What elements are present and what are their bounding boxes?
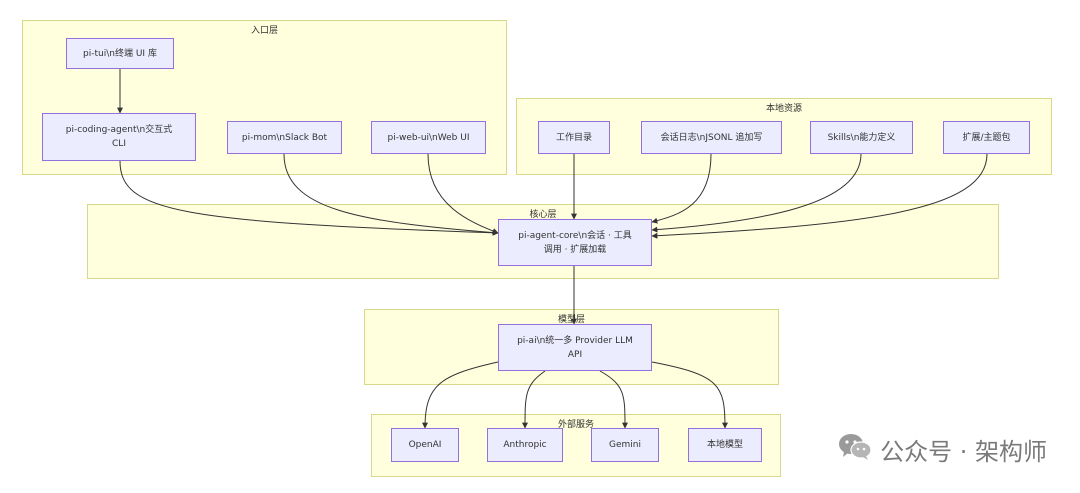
group-local-title: 本地资源 [765,104,802,114]
group-entry-title: 入口层 [250,26,278,36]
group-core-title: 核心层 [529,210,557,220]
node-pi-ai: pi-ai\n统一多 Provider LLM API [498,324,652,371]
node-local-model: 本地模型 [688,428,762,462]
watermark-text: 公众号 · 架构师 [880,438,1047,466]
node-extensions: 扩展/主题包 [943,121,1030,154]
node-skills: Skills\n能力定义 [810,121,913,154]
node-pi-agent-core: pi-agent-core\n会话 · 工具 调用 · 扩展加载 [498,219,652,266]
wechat-icon [838,433,872,467]
node-pi-mom: pi-mom\nSlack Bot [227,121,342,154]
watermark: 公众号 · 架构师 [838,432,1047,467]
group-external-title: 外部服务 [557,420,594,430]
node-pi-web-ui: pi-web-ui\nWeb UI [371,121,486,154]
node-anthropic: Anthropic [487,428,563,462]
node-pi-tui: pi-tui\n终端 UI 库 [66,38,174,69]
node-gemini: Gemini [591,428,659,462]
node-workdir: 工作目录 [538,121,610,154]
node-openai: OpenAI [391,428,459,462]
node-pi-coding-agent: pi-coding-agent\n交互式 CLI [42,113,196,161]
node-session-log: 会话日志\nJSONL 追加写 [641,121,782,154]
